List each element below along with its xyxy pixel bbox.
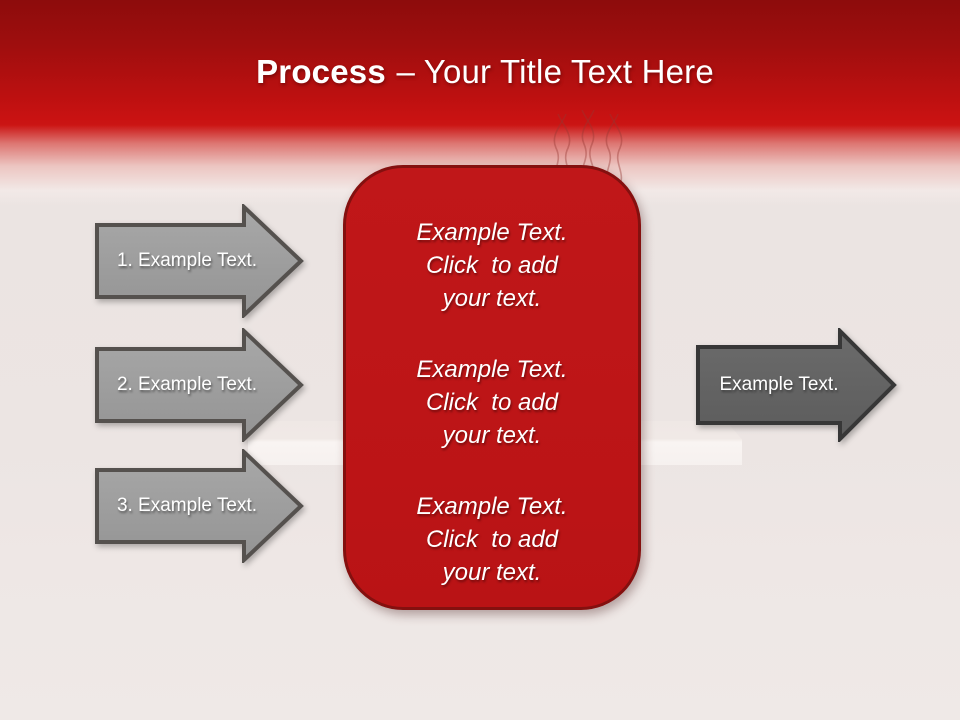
title-rest: – Your Title Text Here	[396, 53, 714, 90]
text-line: Click to add	[425, 389, 559, 416]
center-text-box[interactable]: Example Text. Click to add your text. Ex…	[343, 165, 641, 610]
right-arrow-shape	[95, 449, 304, 563]
step-arrow-label: 3. Example Text.	[116, 495, 258, 516]
text-line: Example Text.	[416, 356, 568, 383]
output-arrow-label: Example Text.	[719, 374, 839, 395]
step-arrow-label: 2. Example Text.	[116, 374, 258, 395]
example-paragraph: Example Text. Click to add your text.	[346, 353, 638, 452]
right-arrow-shape	[95, 328, 304, 442]
text-line: Click to add	[425, 526, 559, 553]
text-line: Example Text.	[416, 493, 568, 520]
text-line: your text.	[442, 285, 542, 312]
step-arrow-1[interactable]: 1. Example Text.	[94, 204, 304, 318]
text-line: your text.	[442, 559, 542, 586]
example-paragraph: Example Text. Click to add your text.	[346, 490, 638, 589]
step-arrow-2[interactable]: 2. Example Text.	[94, 328, 304, 442]
right-arrow-shape	[696, 328, 897, 442]
output-arrow[interactable]: Example Text.	[695, 328, 897, 442]
text-line: your text.	[442, 422, 542, 449]
step-arrow-label: 1. Example Text.	[116, 250, 258, 271]
title-keyword: Process	[256, 53, 386, 90]
example-paragraph: Example Text. Click to add your text.	[346, 216, 638, 315]
right-arrow-shape	[95, 204, 304, 318]
step-arrow-3[interactable]: 3. Example Text.	[94, 449, 304, 563]
text-line: Click to add	[425, 252, 559, 279]
slide-title[interactable]: Process – Your Title Text Here	[0, 0, 960, 92]
text-line: Example Text.	[416, 219, 568, 246]
